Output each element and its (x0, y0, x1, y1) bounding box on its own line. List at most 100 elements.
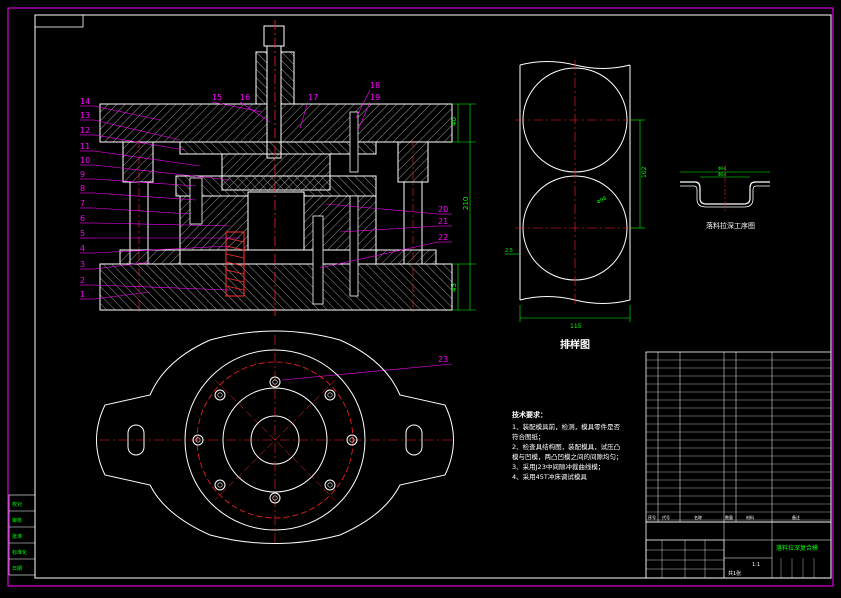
part-label-17: 17 (308, 93, 318, 102)
part-label-18: 18 (370, 81, 380, 90)
inner-frame (34, 14, 832, 579)
part-leaders (80, 89, 453, 381)
technical-notes: 技术要求： 1、装配模具前，检测，模具零件是否 符合图纸； 2、检查具结构图，装… (512, 410, 623, 481)
notes-line-5: 4、采用45T冲床调试模具 (512, 472, 587, 481)
bolt-hole (214, 389, 226, 401)
bolt-left (189, 177, 203, 225)
leader-2 (93, 284, 231, 291)
push-rod (312, 215, 324, 305)
part-label-1: 1 (80, 290, 85, 299)
leader-7 (93, 207, 191, 215)
part-label-22: 22 (438, 233, 448, 242)
leader-17 (299, 101, 309, 129)
leader-20 (325, 203, 439, 215)
spring (225, 231, 245, 297)
strip-title: 排样图 (560, 338, 590, 351)
bolt-hole-inner (327, 482, 333, 488)
part-label-13: 13 (80, 111, 90, 120)
die-cavity (247, 191, 305, 251)
part-label-14: 14 (80, 97, 90, 106)
punch-plate (179, 141, 377, 155)
part-label-3: 3 (80, 260, 85, 269)
part-label-4: 4 (80, 244, 85, 253)
col-label-4: 材料 (746, 514, 754, 520)
part-drawing: Φ94 Φ84 落料拉深工序图 (680, 165, 770, 230)
dim-base: 45 (450, 283, 458, 292)
part-label-9: 9 (80, 170, 85, 179)
drawing-scale: 1:1 (752, 562, 760, 568)
bolt-right (349, 111, 359, 173)
part-label-16: 16 (240, 93, 250, 102)
outer-frame (7, 7, 834, 587)
notes-heading: 技术要求： (512, 410, 547, 419)
bolt-hole (346, 434, 358, 446)
bolt-hole (214, 479, 226, 491)
part-label-19: 19 (370, 93, 380, 102)
col-label-5: 备注 (792, 514, 800, 520)
bolt-hole (269, 376, 281, 388)
strip-layout: 115 102 2.5 Φ98 排样图 (505, 60, 648, 351)
leader-22 (319, 241, 439, 269)
leader-1 (93, 291, 151, 300)
col-label-1: 代号 (662, 514, 670, 520)
part-label-12: 12 (80, 126, 90, 135)
dim-strip-edge: 2.5 (505, 248, 513, 254)
section-dimensions: 40 210 45 (450, 103, 476, 311)
leader-16 (239, 101, 271, 123)
dim-strip-width: 115 (570, 323, 582, 330)
leader-13 (93, 119, 181, 141)
leader-14 (93, 105, 161, 121)
revision-block (645, 539, 725, 579)
base-foot-left (119, 249, 181, 265)
col-label-3: 数量 (725, 514, 733, 520)
part-label-6: 6 (80, 214, 85, 223)
col-label-0: 序号 (648, 514, 656, 520)
bolt-hole-inner (272, 379, 278, 385)
dim-blank-dia: Φ98 (596, 195, 608, 205)
side-stamp: 校对 审核 批准 标准化 日期 (8, 494, 36, 576)
part-title: 落料拉深工序图 (706, 221, 755, 230)
title-grid (780, 558, 815, 578)
leader-11 (93, 150, 201, 167)
bolt-hole-inner (349, 437, 355, 443)
leader-3 (93, 261, 151, 270)
leader-12 (93, 134, 186, 151)
base-foot-right (375, 249, 437, 265)
bolt-hole-inner (327, 392, 333, 398)
dowel-pin (349, 195, 359, 297)
part-label-5: 5 (80, 229, 85, 238)
guide-bush-left (122, 141, 154, 183)
notes-line-4: 3、采用J23中间隙冲裁曲线模； (512, 462, 604, 471)
parts-list-table: 序号 代号 名称 数量 材料 备注 (645, 351, 832, 523)
leader-10 (93, 164, 231, 181)
part-label-2: 2 (80, 276, 85, 285)
leader-15 (211, 101, 263, 113)
part-label-23: 23 (438, 355, 448, 364)
lower-die-base (99, 263, 453, 311)
side-stamp-text-2: 批准 (12, 533, 22, 540)
part-label-8: 8 (80, 184, 85, 193)
corner-tab (34, 14, 84, 28)
bolt-hole (324, 479, 336, 491)
part-label-10: 10 (80, 156, 90, 165)
notes-line-2: 2、检查具结构图，装配模具，试压凸 (512, 442, 620, 451)
part-label-21: 21 (438, 217, 448, 226)
part-dim-a: Φ94 (718, 166, 727, 171)
bolt-hole-inner (195, 437, 201, 443)
part-label-7: 7 (80, 199, 85, 208)
leader-6 (93, 222, 231, 227)
bolt-hole (192, 434, 204, 446)
ejector-rod (266, 27, 282, 159)
plan-diag-2 (214, 379, 336, 501)
side-stamp-text-1: 审核 (12, 517, 22, 524)
dim-strip-pitch: 102 (641, 166, 648, 178)
lower-base-outline (96, 330, 454, 544)
part-label-11: 11 (80, 142, 90, 151)
side-stamp-text-0: 校对 (12, 501, 22, 508)
drawing-sheet: 共1张 (728, 570, 741, 577)
notes-line-3: 模与凹模，两凸凹模之间的间隙均匀； (512, 452, 623, 461)
bolt-holes (192, 376, 358, 504)
leader-4 (93, 245, 231, 254)
